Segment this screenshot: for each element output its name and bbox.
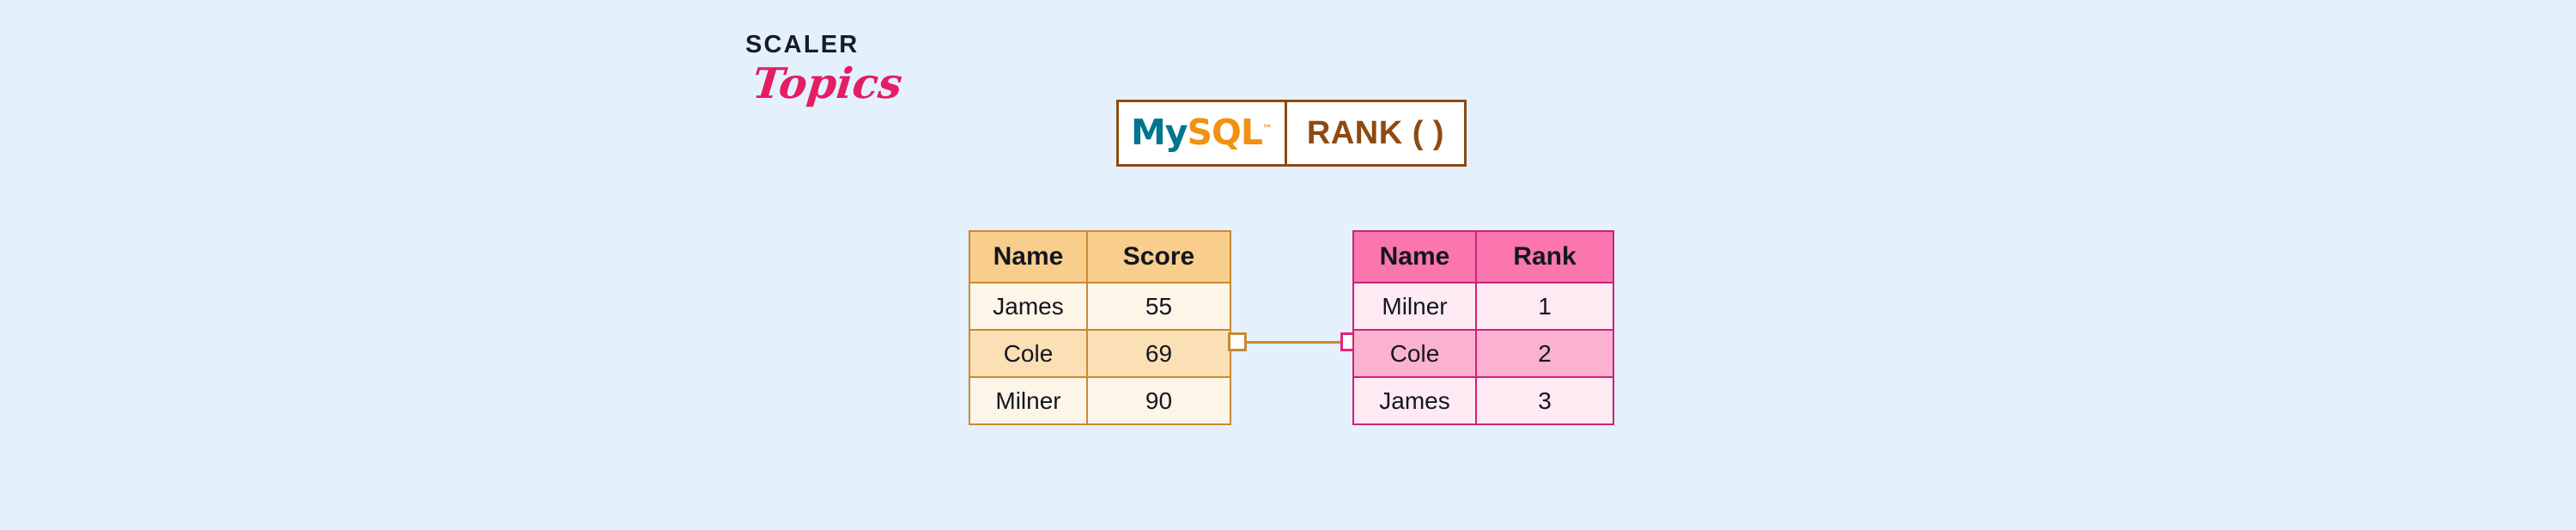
cell-score: 90: [1086, 376, 1231, 425]
table-row: Milner 1: [1352, 282, 1614, 331]
table-row: Milner 90: [969, 376, 1231, 425]
source-table: Name Score James 55 Cole 69 Milner 90: [969, 230, 1231, 425]
column-header-score: Score: [1086, 230, 1231, 283]
cell-score: 55: [1086, 282, 1231, 331]
table-row: Cole 2: [1352, 329, 1614, 378]
connector-node-source: [1228, 332, 1247, 351]
mysql-logo-cell: MySQL™: [1119, 102, 1287, 164]
column-header-rank: Rank: [1475, 230, 1614, 283]
connector-line: [1243, 341, 1344, 344]
mysql-logo-prefix: My: [1130, 111, 1188, 153]
cell-name: James: [969, 282, 1088, 331]
table-row: James 3: [1352, 376, 1614, 425]
column-header-name: Name: [1352, 230, 1477, 283]
table-header-row: Name Score: [969, 230, 1231, 283]
function-label-cell: RANK ( ): [1287, 102, 1464, 164]
brand-logo: SCALER Topics: [745, 33, 917, 127]
table-row: James 55: [969, 282, 1231, 331]
cell-score: 69: [1086, 329, 1231, 378]
cell-name: James: [1352, 376, 1477, 425]
column-header-name: Name: [969, 230, 1088, 283]
table-row: Cole 69: [969, 329, 1231, 378]
title-box: MySQL™ RANK ( ): [1116, 100, 1467, 167]
table-header-row: Name Rank: [1352, 230, 1614, 283]
cell-name: Cole: [1352, 329, 1477, 378]
mysql-logo-suffix: SQL: [1187, 111, 1264, 153]
mysql-logo: MySQL™: [1130, 111, 1273, 153]
cell-name: Milner: [969, 376, 1088, 425]
function-label: RANK ( ): [1306, 114, 1445, 151]
cell-rank: 3: [1475, 376, 1614, 425]
brand-name-secondary: Topics: [750, 58, 905, 108]
trademark-icon: ™: [1262, 122, 1273, 135]
cell-rank: 2: [1475, 329, 1614, 378]
cell-name: Milner: [1352, 282, 1477, 331]
cell-rank: 1: [1475, 282, 1614, 331]
cell-name: Cole: [969, 329, 1088, 378]
result-table: Name Rank Milner 1 Cole 2 James 3: [1352, 230, 1614, 425]
brand-name-primary: SCALER: [745, 31, 860, 58]
